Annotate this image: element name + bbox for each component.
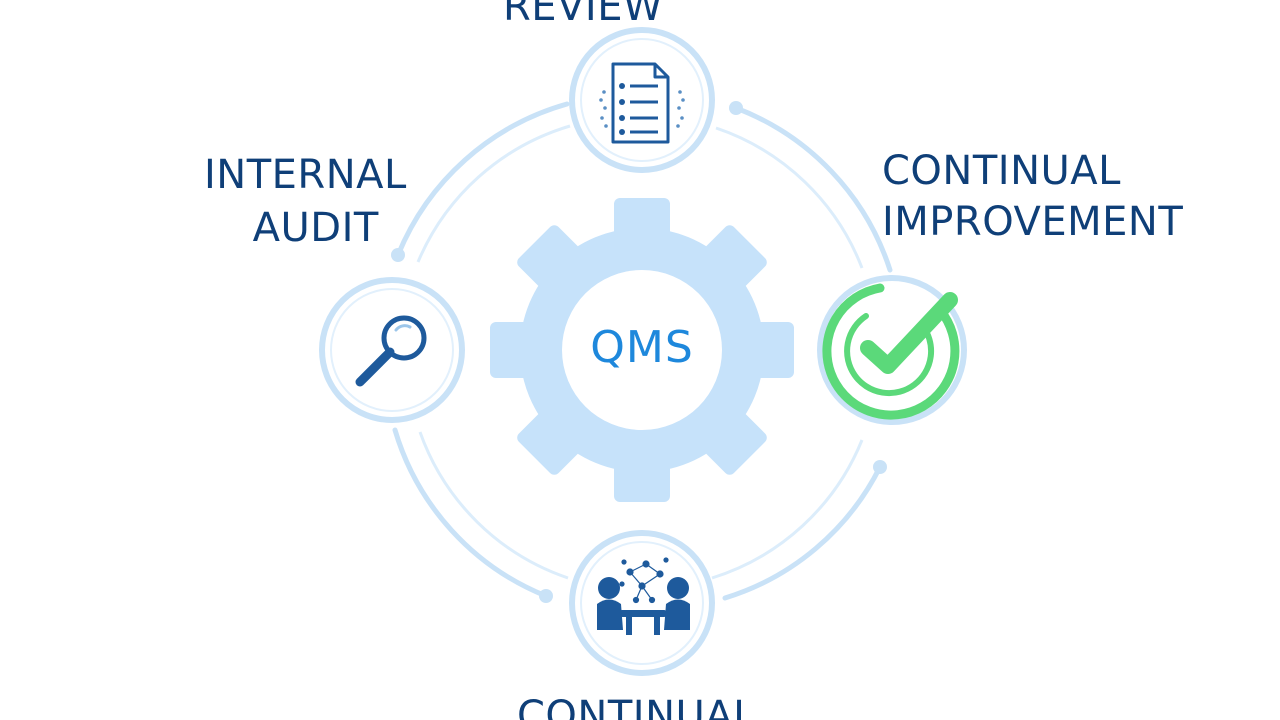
checklist-document-icon xyxy=(611,62,670,144)
team-meeting-icon xyxy=(597,577,690,635)
gear-icon xyxy=(490,198,794,502)
label-continual-improvement-line-2: IMPROVEMENT xyxy=(882,199,1184,245)
node-continual-improvement xyxy=(817,275,967,425)
label-continual-improvement: CONTINUAL IMPROVEMENT xyxy=(882,145,1183,249)
label-internal-audit-line-1: INTERNAL xyxy=(204,152,407,198)
node-review xyxy=(569,27,715,173)
label-continual-improvement-line-1: CONTINUAL xyxy=(882,148,1121,194)
checklist-bullets xyxy=(619,83,625,135)
label-internal-audit-line-2: AUDIT xyxy=(252,205,379,251)
node-continual-bottom xyxy=(569,530,715,676)
center-label: QMS xyxy=(590,322,694,373)
idea-network-icon xyxy=(619,557,669,604)
decor-sparkles xyxy=(599,90,685,128)
checkmark-circle-icon xyxy=(822,283,960,420)
label-review: REVIEW xyxy=(503,0,663,34)
magnifier-icon xyxy=(355,315,427,387)
label-continual-bottom-line-1: CONTINUAL xyxy=(517,693,756,720)
label-continual-bottom: CONTINUAL xyxy=(517,690,756,720)
label-review-line-1: REVIEW xyxy=(503,0,664,30)
label-internal-audit: INTERNAL AUDIT xyxy=(204,149,407,255)
inner-ring xyxy=(416,124,864,580)
node-internal-audit xyxy=(319,277,465,423)
cycle-ring xyxy=(392,101,893,601)
ring-dots xyxy=(391,101,887,603)
